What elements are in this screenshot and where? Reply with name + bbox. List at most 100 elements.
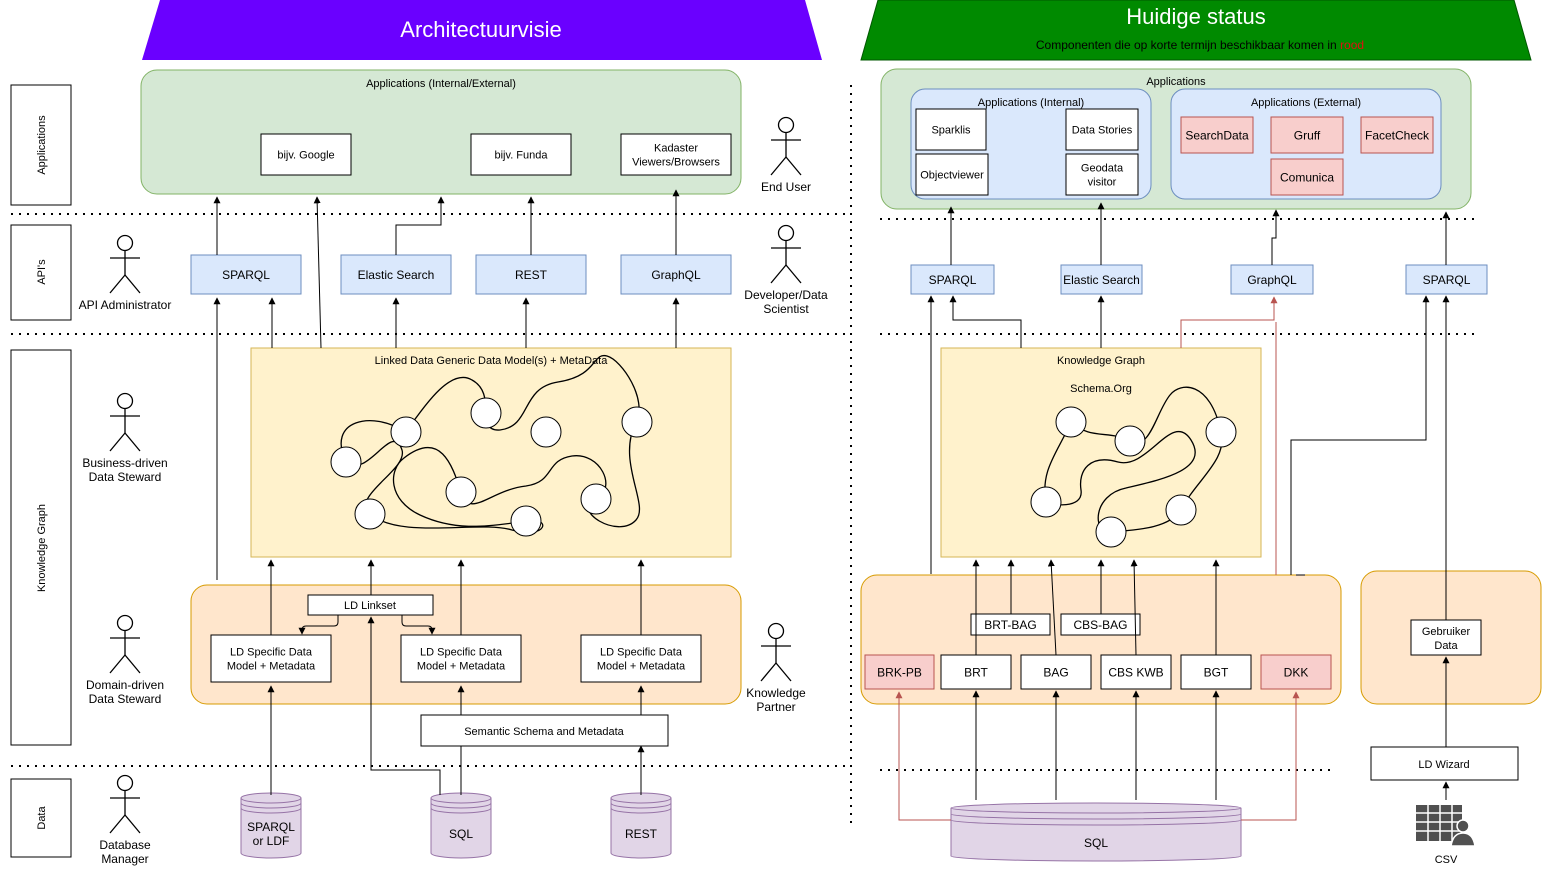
semantic-schema-box: Semantic Schema and Metadata — [420, 714, 669, 747]
svg-text:Gebruiker: Gebruiker — [1422, 626, 1471, 638]
app-searchdata-label: SearchData — [1185, 128, 1249, 142]
api-sparql-right-1-label: SPARQL — [929, 273, 977, 287]
actor-label: Partner — [756, 700, 795, 714]
app-gruff-label: Gruff — [1294, 128, 1321, 142]
graph-node-8 — [510, 505, 542, 537]
svg-text:Knowledge Graph: Knowledge Graph — [36, 504, 48, 592]
kg-node-1 — [1055, 406, 1087, 438]
actor-label: Scientist — [763, 302, 809, 316]
actor-label: API Administrator — [79, 298, 172, 312]
api-sparql-right-4-label: SPARQL — [1423, 273, 1471, 287]
ld-specific-model-3-label: Model + Metadata — [597, 660, 686, 672]
source-db-sql: SQL — [430, 792, 492, 859]
ld-specific-model-3-label: LD Specific Data — [600, 646, 683, 658]
header-right-subtitle: Componenten die op korte termijn beschik… — [1036, 38, 1364, 52]
dataset-bgt: BGT — [1180, 654, 1252, 690]
ld-specific-model-1-label: Model + Metadata — [227, 660, 316, 672]
header-left-banner — [142, 0, 822, 60]
svg-text:Applications (Internal/Externa: Applications (Internal/External) — [366, 78, 516, 90]
app-data-stories: Data Stories — [1065, 108, 1139, 151]
graph-node-4 — [530, 416, 562, 448]
dataset-dkk: DKK — [1260, 654, 1332, 690]
graph-node-5 — [621, 406, 653, 438]
layer-applications: Applications — [10, 84, 72, 206]
actor-api-admin: API Administrator — [79, 234, 172, 312]
app-data-stories-label: Data Stories — [1072, 124, 1133, 136]
svg-text:CSV: CSV — [1435, 854, 1458, 866]
ld-specific-model-2-label: Model + Metadata — [417, 660, 506, 672]
actor-label: Knowledge — [746, 686, 806, 700]
right-connectors — [927, 202, 1450, 800]
app-objectviewer: Objectviewer — [915, 153, 989, 196]
actor-end-user: End User — [761, 116, 811, 194]
svg-text:SQL: SQL — [1084, 836, 1108, 850]
ld-wizard-box: LD Wizard — [1370, 746, 1519, 781]
actor-label: Database — [99, 838, 151, 852]
actor-label: Data Steward — [89, 692, 162, 706]
header-right-banner — [860, 0, 1532, 61]
ld-specific-model-2-label: LD Specific Data — [420, 646, 503, 658]
app-comunica: Comunica — [1270, 158, 1344, 196]
link-brt-bag: BRT-BAG — [970, 613, 1051, 636]
layer-separators — [11, 85, 1480, 825]
dataset-dkk-label: DKK — [1284, 665, 1309, 679]
dataset-brt-label: BRT — [964, 665, 988, 679]
dataset-bgt-label: BGT — [1204, 665, 1229, 679]
actor-label: Manager — [101, 852, 148, 866]
svg-text:Data: Data — [36, 806, 48, 830]
api-sparql-right-4: SPARQL — [1405, 264, 1488, 295]
app-searchdata: SearchData — [1180, 116, 1254, 154]
svg-text:Semantic Schema and Metadata: Semantic Schema and Metadata — [464, 726, 624, 738]
api-graphql-right-3-label: GraphQL — [1247, 273, 1297, 287]
app-geodata-visitor-label: Geodata — [1081, 162, 1124, 174]
app-bijv-google: bijv. Google — [260, 133, 352, 176]
actor-label: Data Steward — [89, 470, 162, 484]
kg-node-3 — [1205, 416, 1237, 448]
kg-node-5 — [1095, 516, 1127, 548]
graph-node-7 — [354, 498, 386, 530]
svg-text:LD Linkset: LD Linkset — [344, 600, 396, 612]
link-brt-bag-label: BRT-BAG — [984, 618, 1036, 632]
svg-text:Schema.Org: Schema.Org — [1070, 383, 1132, 395]
kg-node-2 — [1114, 425, 1146, 457]
ld-specific-model-1-label: LD Specific Data — [230, 646, 313, 658]
link-cbs-bag: CBS-BAG — [1060, 613, 1141, 636]
layer-knowledge-graph: Knowledge Graph — [10, 349, 72, 746]
graph-node-3 — [470, 397, 502, 429]
graph-node-6 — [445, 476, 477, 508]
svg-text:Applications (External): Applications (External) — [1251, 97, 1361, 109]
app-geodata-visitor-label: visitor — [1088, 176, 1117, 188]
source-db-label: SPARQL — [247, 820, 295, 834]
graph-node-2 — [390, 416, 422, 448]
header-right-title: Huidige status — [1126, 4, 1265, 29]
left-connectors — [213, 189, 680, 795]
api-graphql-4-label: GraphQL — [651, 268, 701, 282]
header-left-title: Architectuurvisie — [400, 17, 561, 42]
app-kadaster-viewers-browsers-label: Viewers/Browsers — [632, 156, 720, 168]
svg-text:API's: API's — [36, 259, 48, 285]
source-db-rest: REST — [610, 792, 672, 859]
left-kg-container: Linked Data Generic Data Model(s) + Meta… — [250, 347, 732, 558]
graph-node-1 — [330, 446, 362, 478]
actor-label: Developer/Data — [744, 288, 828, 302]
api-graphql-right-3: GraphQL — [1230, 264, 1314, 295]
api-sparql-1-label: SPARQL — [222, 268, 270, 282]
actor-label: Business-driven — [82, 456, 167, 470]
dataset-brt: BRT — [940, 654, 1012, 690]
source-db-label: SQL — [449, 827, 473, 841]
left-graph-curve — [340, 354, 641, 534]
app-geodata-visitor: Geodata visitor — [1065, 153, 1139, 196]
app-comunica-label: Comunica — [1280, 170, 1334, 184]
app-sparklis: Sparklis — [915, 108, 987, 151]
api-elastic-search-right-2: Elastic Search — [1060, 264, 1143, 295]
app-kadaster-viewers-browsers-label: Kadaster — [654, 142, 698, 154]
api-graphql-4: GraphQL — [620, 254, 732, 295]
right-red-connectors — [895, 296, 1300, 821]
sql-database-right: SQL — [950, 802, 1242, 862]
svg-text:LD Wizard: LD Wizard — [1418, 759, 1469, 771]
app-objectviewer-label: Objectviewer — [920, 169, 984, 181]
